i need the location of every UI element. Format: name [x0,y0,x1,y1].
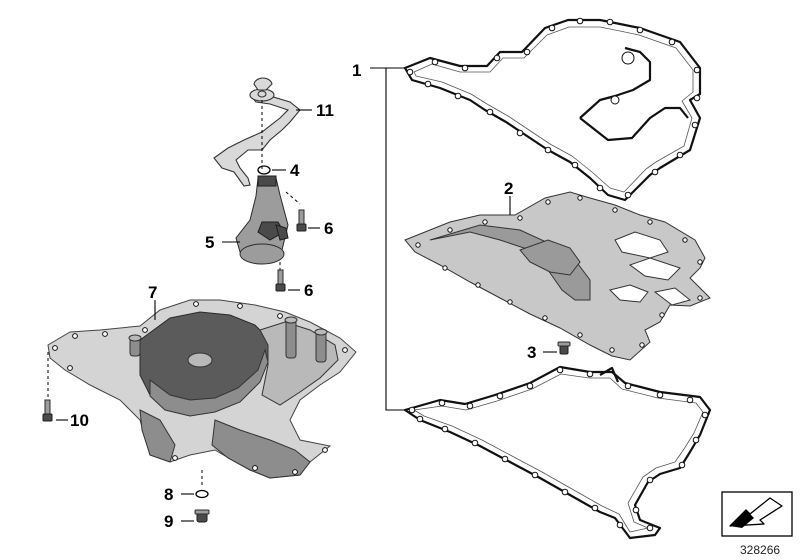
document-number: 328266 [740,543,780,557]
dipstick-tube [213,77,301,187]
callout-1-bracket [370,67,405,411]
callout-9: 9 [164,512,173,531]
oil-pan-bosses [128,316,328,368]
callout-2: 2 [504,179,513,198]
drain-plug-9 [194,509,210,523]
arrow-down-left-icon [721,491,793,537]
callout-10: 10 [70,411,89,430]
cover-bolt-holes [415,195,703,353]
upper-gasket [403,17,702,202]
o-ring-4 [257,165,271,175]
gasket-bolt-holes [406,17,701,199]
callout-5: 5 [205,233,214,252]
gasket-bolt-holes-lower [408,366,709,532]
bolt-6-upper [285,191,307,232]
callout-8: 8 [164,485,173,504]
lower-gasket [403,365,712,540]
callout-6a: 6 [324,219,333,238]
callout-4: 4 [290,161,300,180]
oil-strainer [235,175,289,265]
callout-3: 3 [527,343,536,362]
drain-seal-8 [195,470,209,499]
callout-7: 7 [148,283,157,302]
callout-6b: 6 [304,281,313,300]
callout-11: 11 [316,101,334,120]
oil-pan [47,299,357,479]
oil-pan-flange-holes [52,301,348,475]
bolt-10 [42,352,53,422]
bolt-3 [557,341,571,355]
callout-1: 1 [352,61,361,80]
cover-plate [404,191,711,361]
bolt-6-lower [275,262,286,292]
